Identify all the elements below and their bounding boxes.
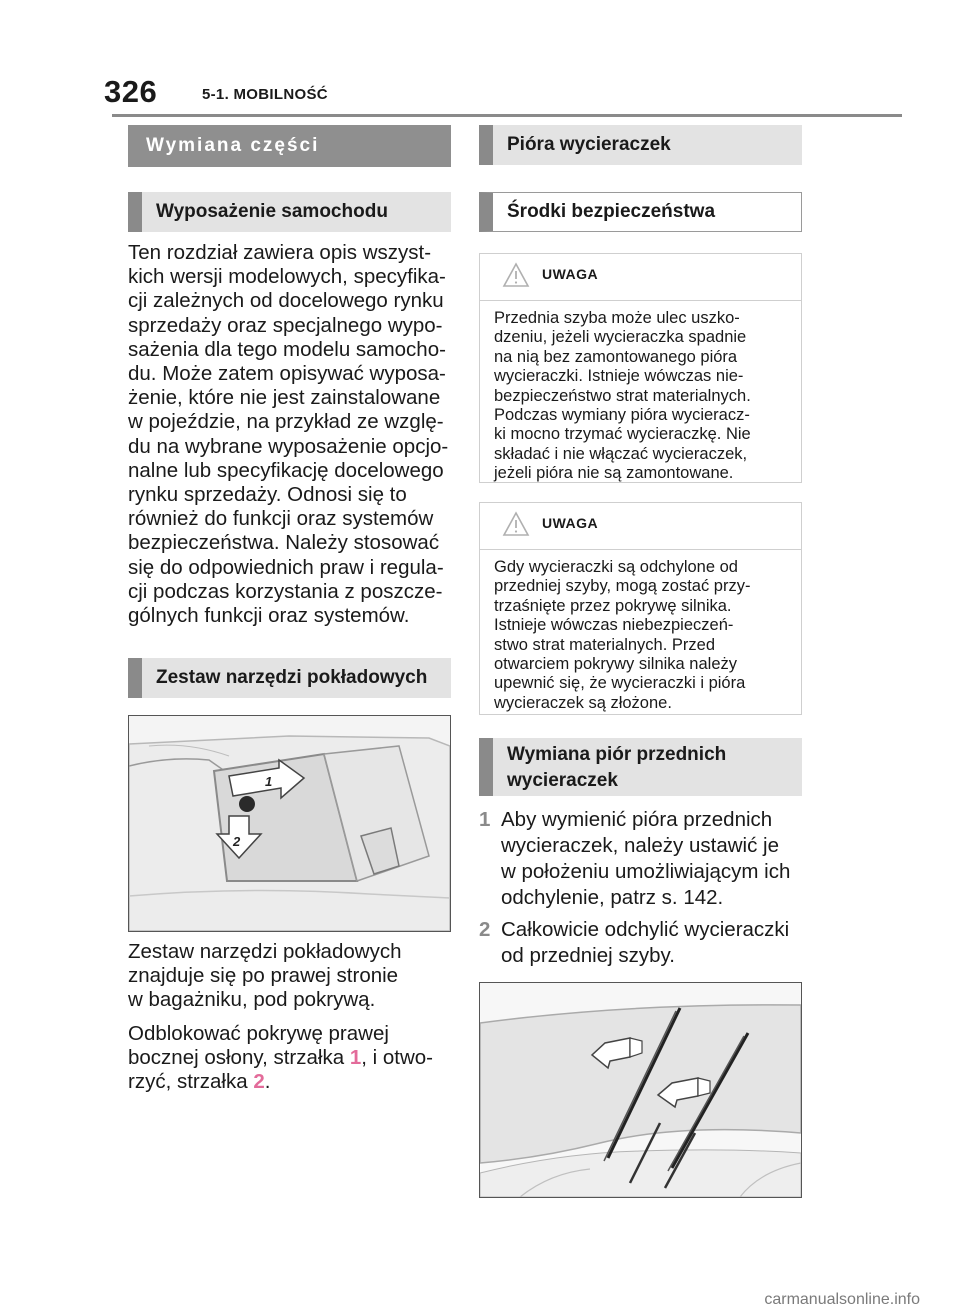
wiper-illustration (480, 983, 801, 1197)
text-line: otwarciem pokrywy silnika należy (494, 655, 737, 674)
text-line: również do funkcji oraz systemów (128, 507, 434, 531)
figure-label-1: 1 (265, 774, 272, 789)
text-line: trzaśnięte przez pokrywę silnika. (494, 596, 732, 615)
subheading-wipers-text: Pióra wycieraczek (507, 134, 671, 155)
subheading-equipment: Wyposażenie samochodu (128, 192, 451, 232)
text-line: gólnych funkcji oraz systemów. (128, 604, 410, 628)
text-line: wycieraczek są złożone. (494, 693, 672, 712)
text-line: Gdy wycieraczki są odchylone od (494, 558, 738, 576)
header-rule (112, 114, 902, 117)
warning-text: Przednia szyba może ulec uszko- dzeniu, … (480, 301, 801, 484)
subheading-wipers: Pióra wycieraczek (479, 125, 802, 165)
text-line: Podczas wymiany pióra wycieracz- (494, 406, 750, 425)
wiper-figure (479, 982, 802, 1198)
text-line: nalne lub specyfikację docelowego (128, 458, 444, 482)
subheading-toolkit-text: Zestaw narzędzi pokładowych (156, 667, 428, 688)
text-line: cji podczas korzystania z poszcze- (128, 579, 443, 603)
subheading-safety: Środki bezpieczeństwa (479, 192, 802, 232)
running-header: 5-1. MOBILNOŚĆ (202, 86, 328, 103)
arrow-ref-2: 2 (253, 1070, 265, 1094)
text-line: cji zależnych od docelowego rynku (128, 289, 444, 313)
subheading-line: Wymiana piór przednich (507, 744, 727, 765)
warning-box: UWAGA Gdy wycieraczki są odchylone od pr… (479, 502, 802, 715)
text-line: bezpieczeństwo strat materialnych. (494, 386, 751, 405)
text-line: kich wersji modelowych, specyfika- (128, 265, 446, 289)
subheading-line: wycieraczek (507, 770, 618, 791)
text-line: rzyć, strzałka 2. (128, 1070, 450, 1094)
text-line: Istnieje wówczas niebezpieczeń- (494, 616, 734, 635)
warning-triangle-icon (502, 262, 530, 287)
text-line: rynku sprzedaży. Odnosi się to (128, 483, 407, 507)
text-line: Ten rozdział zawiera opis wszyst- (128, 241, 432, 264)
figure-label-2: 2 (232, 834, 241, 849)
text-line: się do odpowiednich praw i regula- (128, 555, 444, 579)
subheading-toolkit: Zestaw narzędzi pokładowych (128, 658, 451, 698)
text-line: znajduje się po prawej stronie (128, 964, 399, 988)
text-line: wycieraczek, należy ustawić je (501, 834, 779, 857)
unlock-paragraph: Odblokować pokrywę prawej bocznej osłony… (128, 1022, 450, 1095)
equipment-paragraph: Ten rozdział zawiera opis wszyst- kich w… (128, 241, 450, 628)
warning-text: Gdy wycieraczki są odchylone od przednie… (480, 550, 801, 713)
subheading-equipment-text: Wyposażenie samochodu (156, 201, 388, 222)
subheading-safety-text: Środki bezpieczeństwa (507, 201, 716, 222)
text-fragment: , i otwo- (361, 1046, 434, 1070)
text-line: du na wybrane wyposażenie opcjo- (128, 434, 449, 458)
text-fragment: bocznej osłony, strzałka (128, 1046, 345, 1070)
warning-box: UWAGA Przednia szyba może ulec uszko- dz… (479, 253, 802, 483)
text-line: stwo strat materialnych. Przed (494, 635, 715, 654)
text-line: upewnić się, że wycieraczki i pióra (494, 674, 746, 693)
text-line: wycieraczki. Istnieje wówczas nie- (494, 367, 744, 386)
text-line: du. Może zatem opisywać wyposa- (128, 362, 446, 386)
section-heading-parts: Wymiana części (128, 125, 451, 167)
step-item: 2 Całkowicie odchylić wycieraczki od prz… (479, 917, 802, 973)
page-number: 326 (104, 74, 158, 109)
text-line: ki mocno trzymać wycieraczkę. Nie (494, 425, 751, 444)
text-line: sażenia dla tego modelu samocho- (128, 337, 446, 361)
text-fragment: rzyć, strzałka (128, 1070, 248, 1094)
text-line: Odblokować pokrywę prawej (128, 1022, 389, 1045)
text-line: w położeniu umożliwiającym ich (501, 860, 791, 883)
trunk-illustration: 1 2 (129, 716, 450, 931)
text-line: sprzedaży oraz specjalnego wypo- (128, 313, 443, 337)
text-line: Zestaw narzędzi pokładowych (128, 940, 402, 963)
warning-title: UWAGA (542, 515, 599, 531)
trunk-toolkit-figure: 1 2 (128, 715, 451, 932)
warning-header: UWAGA (480, 254, 801, 301)
text-line: jeżeli pióra nie są zamontowane. (494, 464, 734, 483)
section-heading-parts-text: Wymiana części (146, 135, 320, 156)
text-line: odchylenie, patrz s. 142. (501, 886, 724, 909)
text-line: na nią bez zamontowanego pióra (494, 347, 738, 366)
text-line: składać i nie włączać wycieraczek, (494, 444, 748, 463)
warning-triangle-icon (502, 511, 530, 536)
text-line: bocznej osłony, strzałka 1, i otwo- (128, 1046, 450, 1070)
step-text: Całkowicie odchylić wycieraczki od przed… (501, 917, 802, 969)
step-text: Aby wymienić pióra przednich wycieraczek… (501, 807, 802, 911)
text-line: Aby wymienić pióra przednich (501, 808, 773, 831)
step-number: 1 (479, 808, 491, 831)
step-item: 1 Aby wymienić pióra przednich wycieracz… (479, 807, 802, 917)
text-line: w bagażniku, pod pokrywą. (128, 988, 376, 1012)
warning-title: UWAGA (542, 266, 599, 282)
text-fragment: . (264, 1070, 271, 1094)
toolkit-paragraph: Zestaw narzędzi pokładowych znajduje się… (128, 940, 450, 1013)
text-line: Przednia szyba może ulec uszko- (494, 309, 740, 327)
text-line: Całkowicie odchylić wycieraczki (501, 918, 790, 941)
text-line: od przedniej szyby. (501, 944, 675, 967)
text-line: dzeniu, jeżeli wycieraczka spadnie (494, 328, 747, 347)
arrow-ref-1: 1 (349, 1046, 362, 1070)
subheading-replace-wipers: Wymiana piór przednich wycieraczek (479, 738, 802, 796)
text-line: żenie, które nie jest zainstalowane (128, 386, 441, 410)
text-line: w pojeździe, na przykład ze wzglę- (128, 410, 444, 434)
warning-header: UWAGA (480, 503, 801, 550)
step-number: 2 (479, 918, 491, 941)
text-line: przedniej szyby, mogą zostać przy- (494, 577, 751, 596)
watermark: carmanualsonline.info (764, 1291, 920, 1308)
text-line: bezpieczeństwa. Należy stosować (128, 531, 440, 555)
